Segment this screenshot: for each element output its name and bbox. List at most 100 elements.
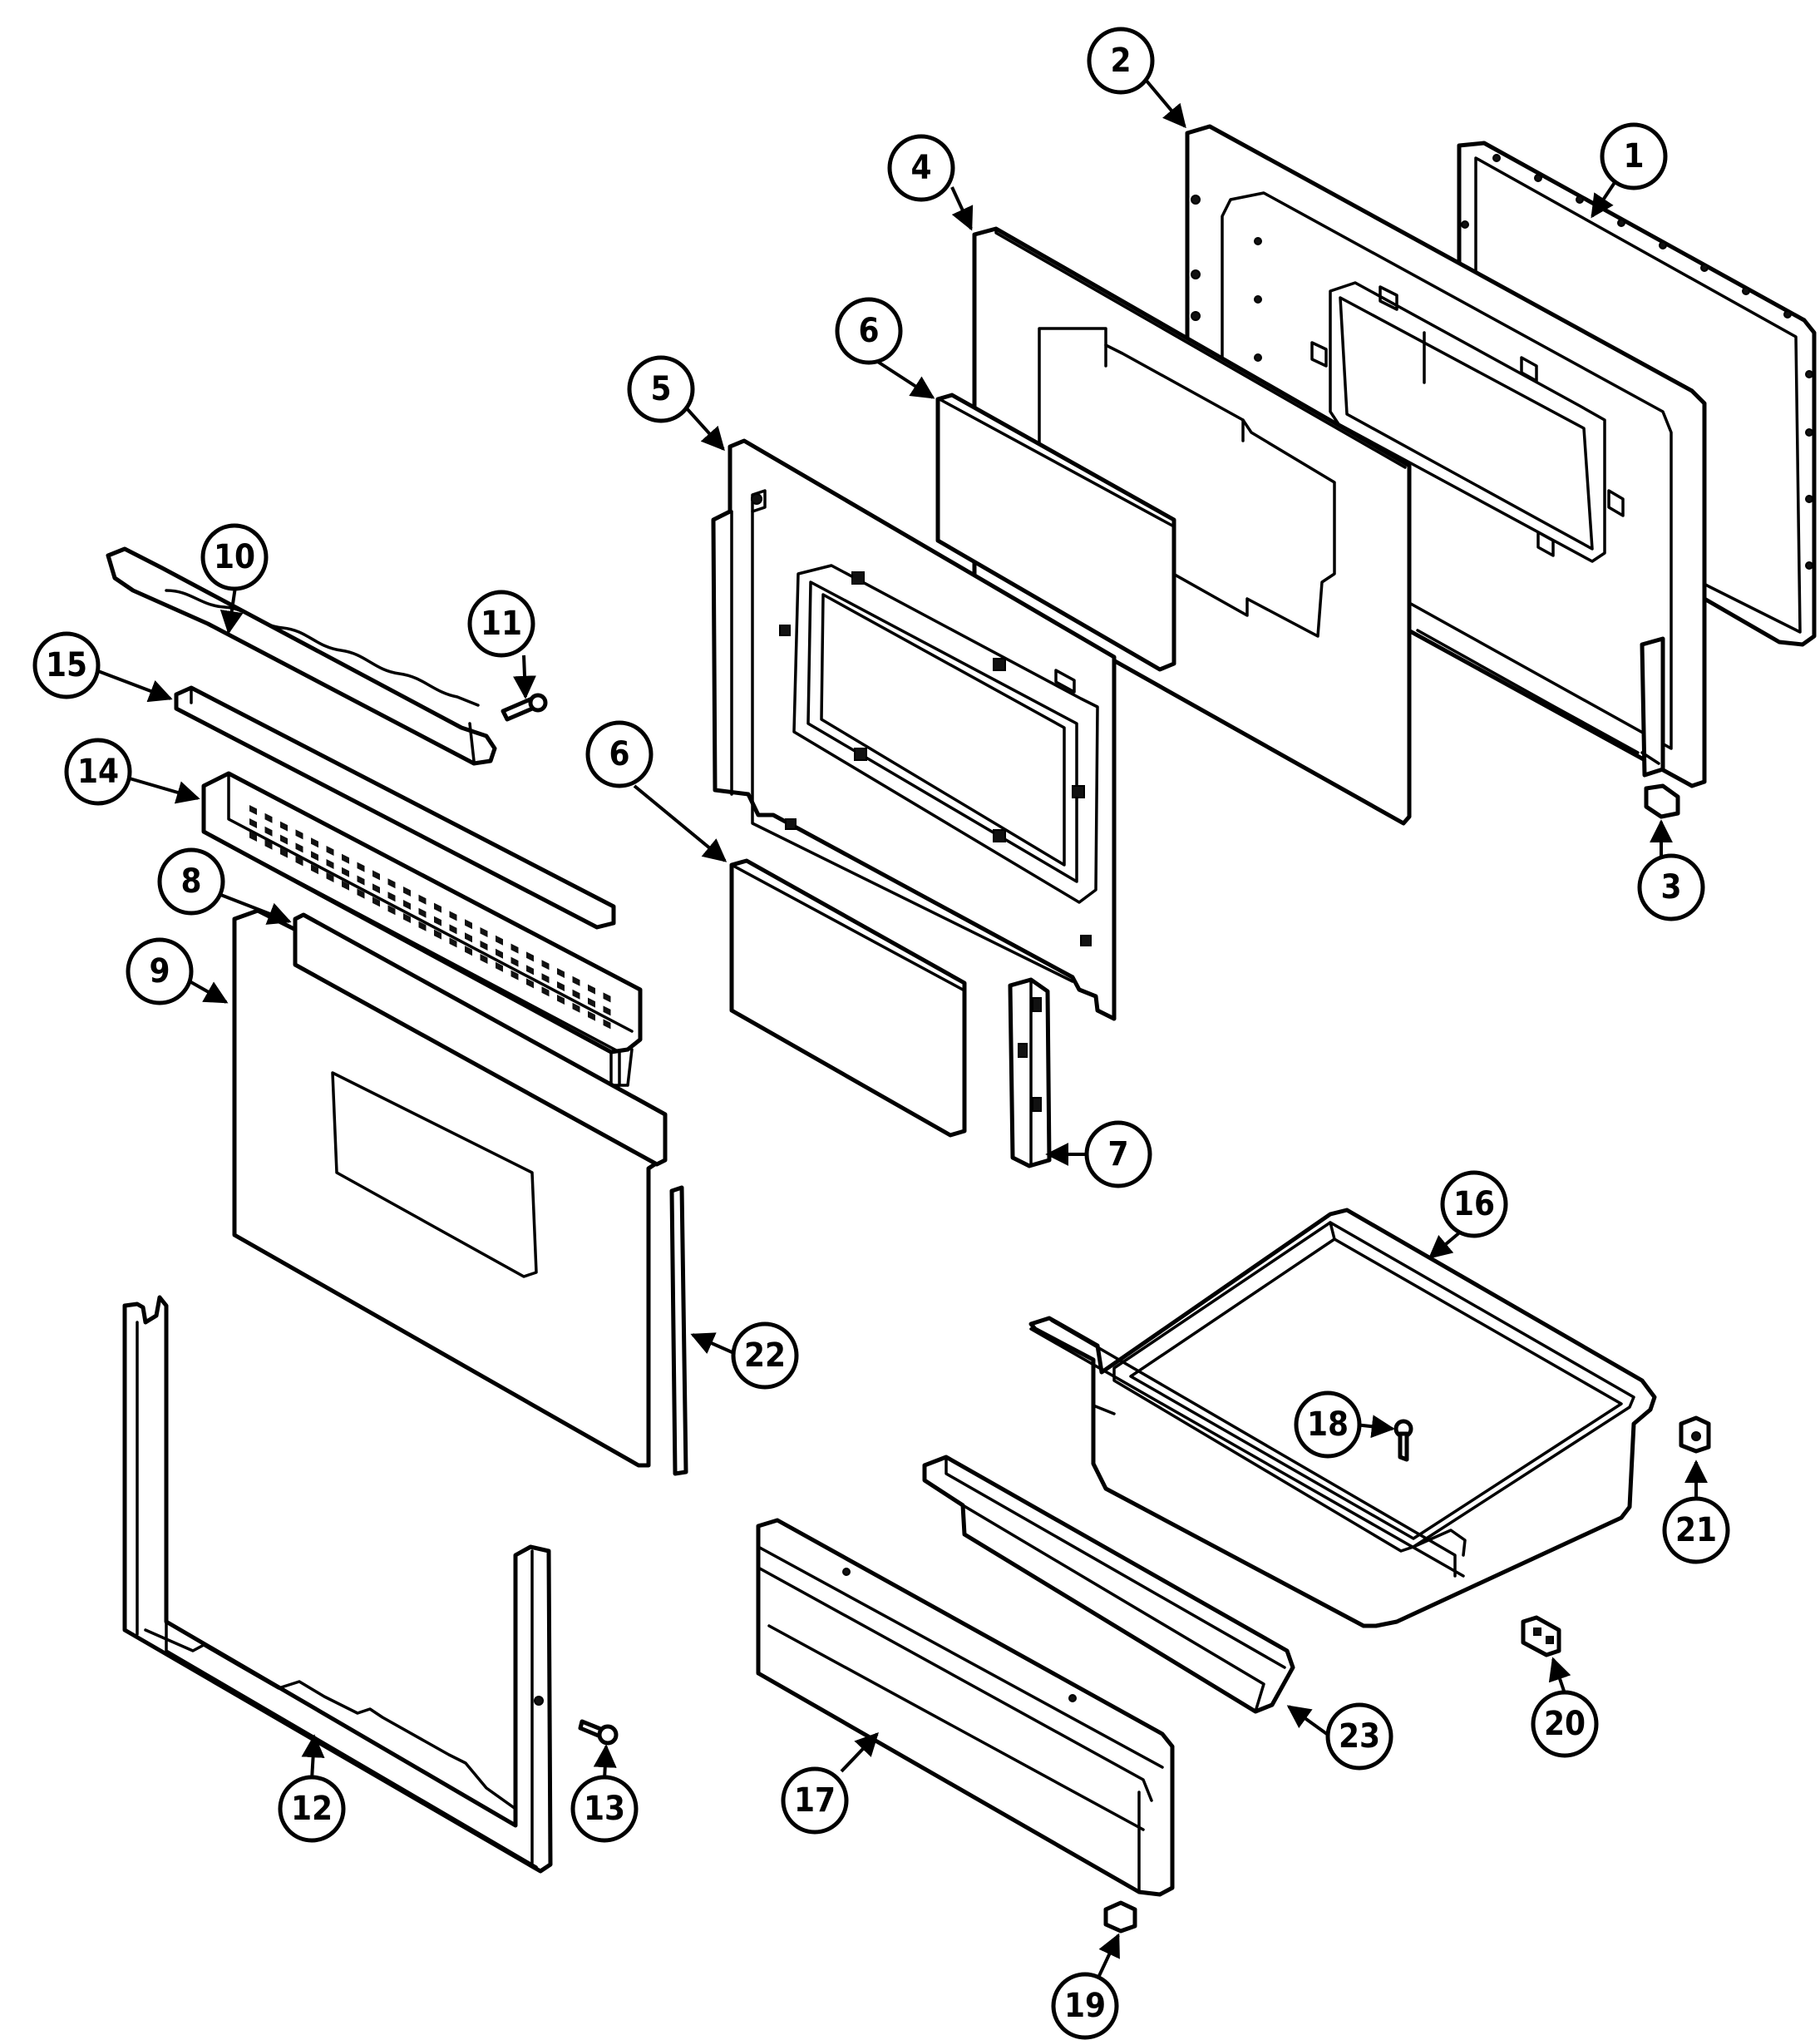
callout-18: 18 bbox=[1294, 1390, 1362, 1459]
part-3-clip bbox=[1644, 783, 1680, 819]
vent-slot bbox=[387, 905, 396, 916]
vent-slot bbox=[295, 829, 303, 840]
vent-slot bbox=[357, 875, 365, 886]
part-10-door-handle bbox=[106, 546, 497, 766]
svg-text:1: 1 bbox=[1623, 137, 1644, 175]
vent-slot bbox=[311, 851, 318, 862]
callout-6-lower: 6 bbox=[585, 720, 654, 788]
vent-slot bbox=[434, 916, 441, 926]
vent-slot bbox=[526, 965, 534, 976]
vent-slot bbox=[480, 954, 488, 964]
vent-slot bbox=[342, 867, 349, 877]
svg-text:22: 22 bbox=[744, 1336, 786, 1375]
vent-slot bbox=[526, 978, 534, 989]
svg-text:18: 18 bbox=[1307, 1405, 1349, 1444]
vent-slot bbox=[357, 888, 365, 899]
callout-4: 4 bbox=[887, 134, 955, 202]
vent-slot bbox=[603, 1019, 611, 1030]
vent-slot bbox=[326, 859, 334, 869]
vent-slot bbox=[588, 997, 595, 1008]
part-8-door-top-strip bbox=[293, 912, 668, 1167]
vent-slot bbox=[557, 981, 565, 991]
callout-12: 12 bbox=[278, 1775, 346, 1843]
callout-7: 7 bbox=[1084, 1120, 1152, 1188]
callout-10: 10 bbox=[200, 523, 269, 591]
callout-2: 2 bbox=[1087, 27, 1155, 95]
callout-11: 11 bbox=[467, 590, 535, 658]
vent-slot bbox=[510, 943, 519, 954]
part-19-nut bbox=[1103, 1900, 1137, 1934]
svg-text:9: 9 bbox=[149, 952, 170, 990]
vent-slot bbox=[588, 984, 595, 995]
vent-slot bbox=[249, 818, 257, 828]
vent-slot bbox=[264, 839, 273, 850]
vent-slot bbox=[449, 924, 457, 935]
svg-text:7: 7 bbox=[1107, 1135, 1128, 1173]
part-15-trim-strip bbox=[174, 685, 616, 930]
vent-slot bbox=[541, 986, 550, 997]
callout-19: 19 bbox=[1051, 1972, 1119, 2040]
svg-text:11: 11 bbox=[481, 605, 522, 643]
vent-slot bbox=[326, 872, 334, 882]
vent-slot bbox=[403, 900, 411, 910]
vent-slot bbox=[510, 970, 519, 980]
callout-20: 20 bbox=[1531, 1690, 1599, 1758]
vent-slot bbox=[387, 892, 396, 902]
callout-14: 14 bbox=[64, 738, 132, 806]
vent-slot bbox=[357, 862, 365, 872]
vent-slot bbox=[372, 870, 380, 881]
vent-slot bbox=[342, 853, 349, 864]
callout-23: 23 bbox=[1325, 1702, 1393, 1771]
part-7-hinge-bracket bbox=[1008, 977, 1052, 1168]
part-12-lower-door-frame bbox=[122, 1295, 553, 1874]
part-6-lower-glass bbox=[729, 858, 967, 1138]
vent-slot bbox=[465, 946, 472, 956]
vent-slot bbox=[372, 897, 380, 907]
vent-slot bbox=[249, 832, 257, 842]
callout-8: 8 bbox=[157, 847, 225, 916]
vent-slot bbox=[342, 880, 349, 891]
vent-slot bbox=[541, 973, 550, 984]
svg-text:13: 13 bbox=[584, 1790, 625, 1828]
vent-slot bbox=[434, 929, 441, 940]
part-14-vent-assembly bbox=[201, 771, 643, 1087]
vent-slot bbox=[572, 976, 580, 986]
vent-slot bbox=[403, 887, 411, 897]
part-22-side-trim bbox=[669, 1185, 688, 1476]
svg-text:10: 10 bbox=[214, 538, 255, 576]
vent-slot bbox=[264, 826, 273, 837]
svg-text:4: 4 bbox=[910, 149, 931, 187]
vent-slot bbox=[465, 919, 472, 930]
vent-slot bbox=[434, 902, 441, 913]
svg-text:8: 8 bbox=[180, 862, 201, 901]
part-21-glide bbox=[1679, 1415, 1711, 1454]
svg-text:17: 17 bbox=[794, 1781, 836, 1820]
svg-text:14: 14 bbox=[77, 753, 119, 791]
vent-slot bbox=[588, 1010, 595, 1021]
svg-text:2: 2 bbox=[1110, 42, 1131, 80]
callout-17: 17 bbox=[781, 1766, 849, 1835]
vent-slot bbox=[295, 842, 303, 853]
svg-text:6: 6 bbox=[609, 735, 629, 773]
vent-slot bbox=[295, 856, 303, 867]
vent-slot bbox=[496, 961, 503, 972]
vent-slots bbox=[249, 805, 611, 1030]
svg-text:19: 19 bbox=[1064, 1987, 1106, 2025]
callout-1: 1 bbox=[1600, 122, 1668, 190]
callout-22: 22 bbox=[731, 1321, 799, 1390]
callout-21: 21 bbox=[1662, 1496, 1730, 1564]
callout-9: 9 bbox=[126, 937, 194, 1005]
vent-slot bbox=[496, 935, 503, 946]
vent-slot bbox=[603, 992, 611, 1003]
callout-16: 16 bbox=[1440, 1170, 1508, 1238]
vent-slot bbox=[480, 927, 488, 937]
vent-slot bbox=[510, 956, 519, 967]
part-18-screw bbox=[1393, 1419, 1413, 1462]
svg-text:6: 6 bbox=[858, 312, 879, 350]
part-20-clip bbox=[1521, 1615, 1561, 1657]
vent-slot bbox=[372, 883, 380, 894]
callout-6-upper: 6 bbox=[835, 297, 903, 365]
svg-text:20: 20 bbox=[1544, 1705, 1586, 1743]
vent-slot bbox=[557, 995, 565, 1005]
